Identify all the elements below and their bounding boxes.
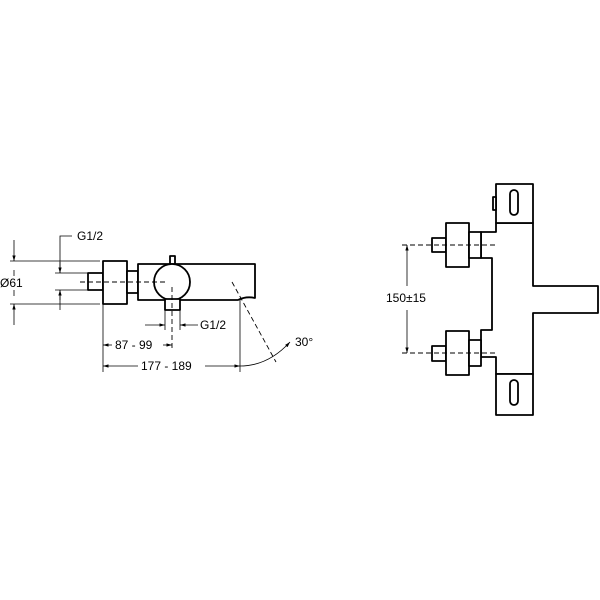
front-view: 150±15 (386, 183, 599, 416)
outlet-thread-dimension: G1/2 (145, 310, 226, 332)
lower-inlet (445, 330, 470, 376)
angle-label: 30° (295, 335, 313, 349)
handle-slot (509, 189, 519, 216)
handle-slot (509, 379, 519, 406)
inlet-spacing-dimension: 150±15 (386, 245, 426, 353)
total-length-label: 177 - 189 (141, 359, 192, 373)
center-distance-dimension: 87 - 99 (103, 338, 172, 352)
inlet-thread-dimension: G1/2 (55, 229, 103, 310)
mixer-body-side (87, 255, 256, 311)
inlet-thread-label: G1/2 (77, 229, 103, 243)
diameter-dimension: Ø61 (0, 240, 100, 325)
spout-angle-dimension: 30° (231, 281, 313, 367)
mixer-body-front (431, 183, 599, 416)
inlet-spacing-label: 150±15 (386, 291, 426, 305)
outlet-thread-label: G1/2 (200, 318, 226, 332)
diameter-label: Ø61 (0, 276, 23, 290)
total-length-dimension: 177 - 189 (103, 359, 240, 373)
center-distance-label: 87 - 99 (115, 338, 153, 352)
side-view: Ø61 G1/2 G1/2 (0, 229, 313, 373)
upper-inlet (445, 222, 470, 268)
